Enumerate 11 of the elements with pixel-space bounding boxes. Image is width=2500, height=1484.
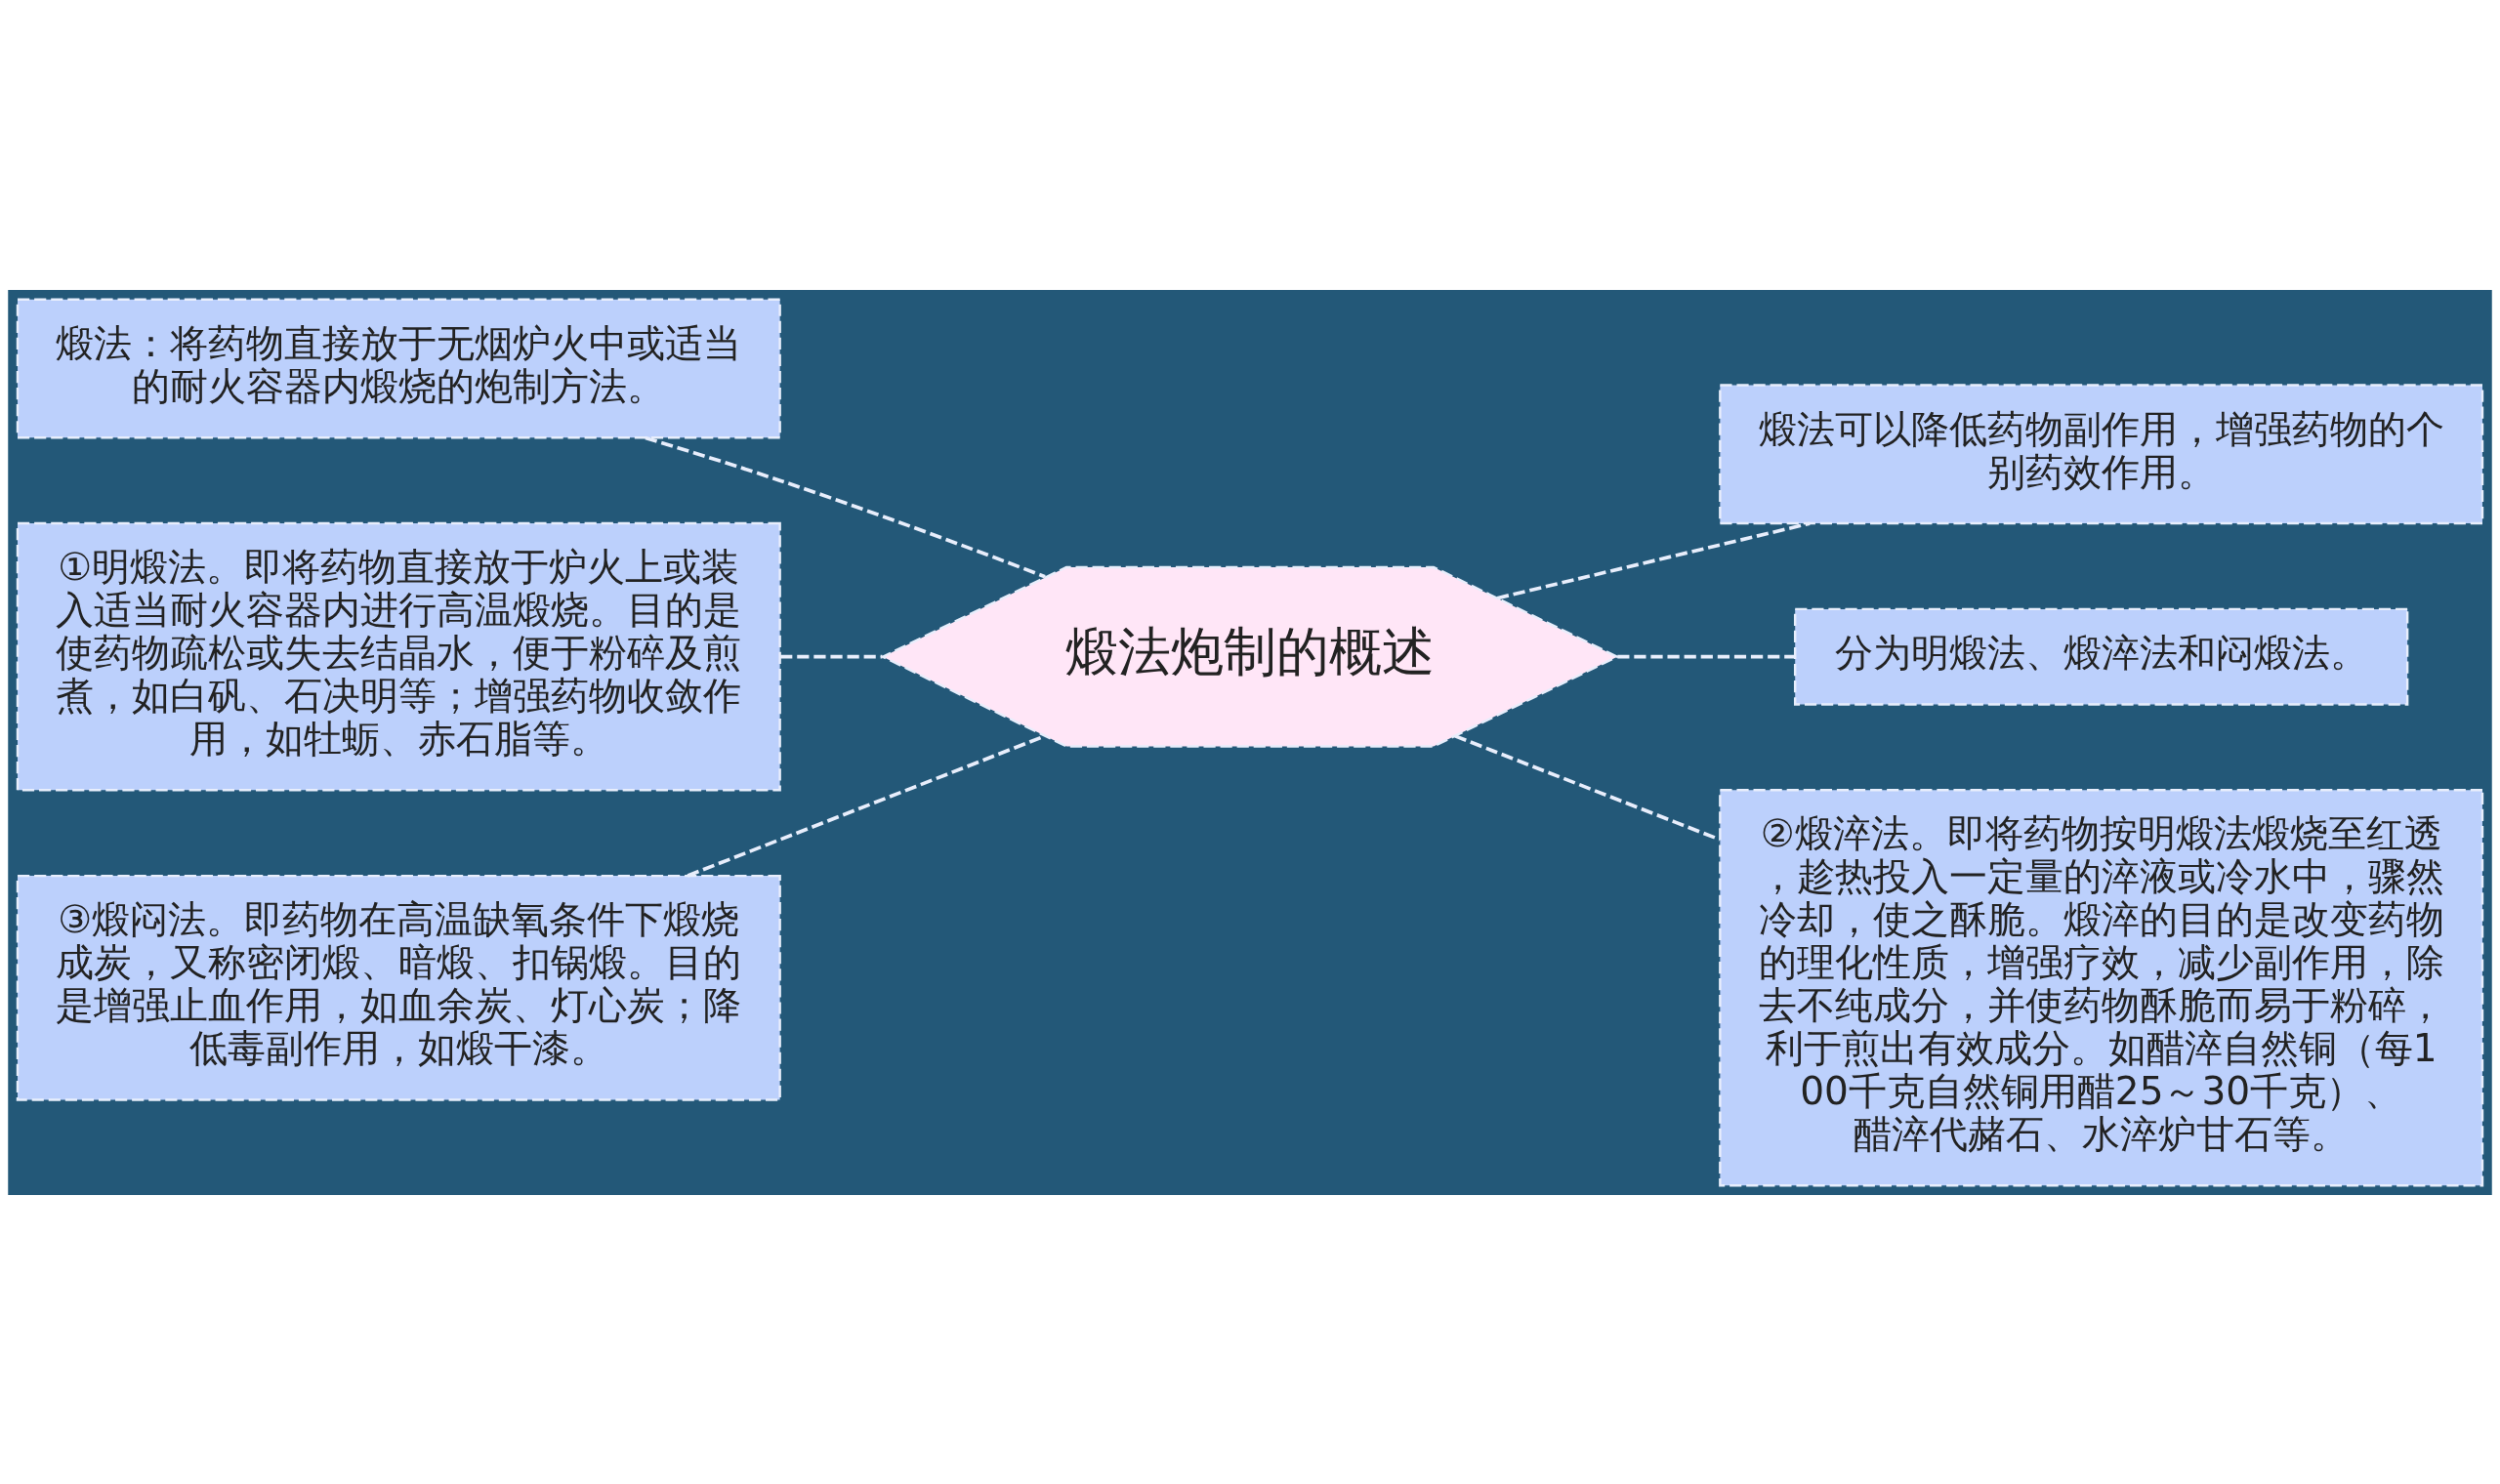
connector xyxy=(1496,520,1811,599)
connector xyxy=(645,435,1046,578)
node-box: ②煅淬法。即将药物按明煅法煅烧至红透，趁热投入一定量的淬液或冷水中，骤然冷却，使之酥脆。煅淬的目的是改变药物的理化性质，增强疗效，减少副作用，除去不纯成分，并使药物酥脆而易于粉碎，利于煎出有效成分。如醋淬自然铜（每100千克自然铜用醋25～30千克）、醋淬代赭石、水淬炉甘石等。 xyxy=(1719,788,2484,1186)
node-box: ①明煅法。即将药物直接放于炉火上或装入适当耐火容器内进行高温煅烧。目的是使药物疏松或失去结晶水，便于粉碎及煎煮，如白矾、石决明等；增强药物收敛作用，如牡蛎、赤石脂等。 xyxy=(16,521,781,791)
node-box: 煅法：将药物直接放于无烟炉火中或适当的耐火容器内煅烧的炮制方法。 xyxy=(16,298,781,438)
node-box: ③煅闷法。即药物在高温缺氧条件下煅烧成炭，又称密闭煅、暗煅、扣锅煅。目的是增强止血作用，如血余炭、灯心炭；降低毒副作用，如煅干漆。 xyxy=(16,874,781,1101)
node-box: 分为明煅法、煅淬法和闷煅法。 xyxy=(1794,607,2409,706)
connector xyxy=(1454,733,1721,842)
connector xyxy=(780,654,883,658)
node-box: 煅法可以降低药物副作用，增强药物的个别药效作用。 xyxy=(1719,383,2484,524)
connector xyxy=(1617,654,1795,658)
